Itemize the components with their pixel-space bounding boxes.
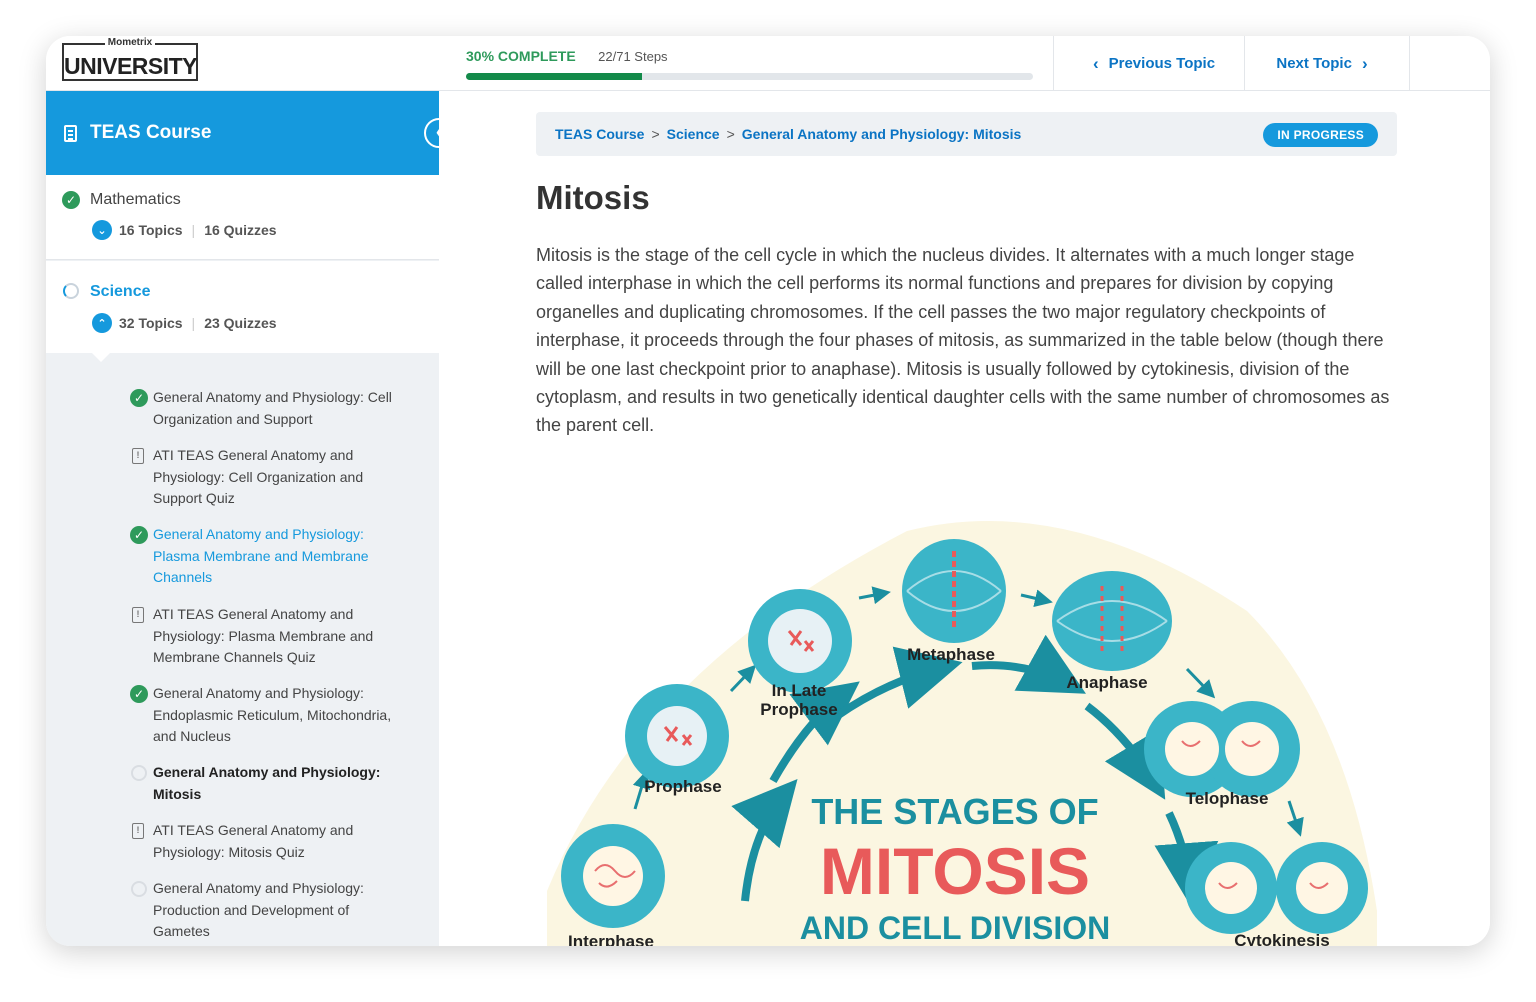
stage-label-telophase: Telophase [1186, 789, 1269, 808]
breadcrumb-separator: > [726, 126, 735, 142]
incomplete-circle-icon [131, 881, 147, 897]
top-bar: Mometrix UNIVERSITY 30% COMPLETE 22/71 S… [46, 36, 1490, 91]
progress-steps: 22/71 Steps [598, 49, 668, 64]
quiz-item[interactable]: ATI TEAS General Anatomy and Physiology:… [153, 822, 354, 860]
section-pointer [92, 353, 110, 362]
next-topic-button[interactable]: Next Topic › [1245, 36, 1409, 91]
sidebar-header: TEAS Course [46, 91, 439, 175]
progress-circle-icon [63, 283, 79, 299]
breadcrumb-section[interactable]: Science [666, 126, 720, 142]
arrow [858, 586, 891, 605]
stage-label-anaphase: Anaphase [1066, 673, 1147, 692]
progress-label: 30% COMPLETE [466, 48, 576, 64]
separator: | [191, 315, 196, 331]
previous-topic-label: Previous Topic [1108, 55, 1216, 72]
topic-item[interactable]: General Anatomy and Physiology: Endoplas… [153, 685, 392, 744]
section-title: Mathematics [90, 191, 181, 208]
topic-count: 32 Topics [119, 315, 183, 331]
separator: | [191, 222, 196, 238]
section-meta: ⌄ 16 Topics | 16 Quizzes [92, 220, 277, 240]
topic-item-current[interactable]: General Anatomy and Physiology: Mitosis [153, 764, 381, 802]
chevron-left-icon: ‹ [436, 122, 442, 144]
section-meta: ⌃ 32 Topics | 23 Quizzes [92, 313, 277, 333]
stage-label-prophase: Prophase [644, 777, 721, 796]
divider [1053, 36, 1054, 91]
section-science[interactable]: Science ⌃ 32 Topics | 23 Quizzes [46, 261, 439, 353]
arrow [1084, 702, 1166, 800]
next-topic-label: Next Topic [1276, 55, 1352, 72]
topic-item[interactable]: General Anatomy and Physiology: Cell Org… [153, 389, 392, 427]
diagram-title-line1: THE STAGES OF [811, 791, 1098, 832]
quiz-count: 16 Quizzes [204, 222, 277, 238]
chevron-down-icon[interactable]: ⌄ [92, 220, 112, 240]
section-mathematics[interactable]: ✓ Mathematics ⌄ 16 Topics | 16 Quizzes [46, 175, 439, 260]
progress-bar-fill [466, 73, 642, 80]
arrow [1286, 800, 1304, 837]
progress-bar [466, 73, 1033, 80]
logo-main-text: UNIVERSITY [64, 53, 198, 79]
stage-label-cytokinesis-1: Cytokinesis [1234, 931, 1329, 946]
breadcrumb-course[interactable]: TEAS Course [555, 126, 645, 142]
course-progress: 30% COMPLETE 22/71 Steps [466, 48, 1033, 80]
incomplete-circle-icon [131, 765, 147, 781]
anaphase-cell [1052, 571, 1172, 671]
page-title: Mitosis [536, 179, 650, 216]
status-badge: IN PROGRESS [1263, 123, 1378, 147]
arrow [1020, 589, 1053, 608]
stage-label-late-prophase-2: Prophase [760, 700, 837, 719]
previous-topic-button[interactable]: ‹ Previous Topic [1054, 36, 1244, 91]
lesson-paragraph: Mitosis is the stage of the cell cycle i… [536, 245, 1390, 436]
arrow [834, 646, 963, 720]
app-window: Mometrix UNIVERSITY 30% COMPLETE 22/71 S… [46, 36, 1490, 946]
diagram-title-line2: MITOSIS [820, 834, 1090, 908]
divider [1244, 36, 1245, 91]
topic-item[interactable]: General Anatomy and Physiology: Producti… [153, 880, 364, 939]
course-title: TEAS Course [90, 122, 212, 143]
diagram-title-line3: AND CELL DIVISION [800, 910, 1111, 946]
metaphase-cell [902, 539, 1006, 643]
topic-count: 16 Topics [119, 222, 183, 238]
check-icon: ✓ [62, 191, 80, 209]
check-icon: ✓ [130, 685, 148, 703]
logo-top-text: Mometrix [104, 37, 156, 48]
stage-label-metaphase: Metaphase [907, 645, 995, 664]
breadcrumb: TEAS Course > Science > General Anatomy … [536, 112, 1397, 156]
logo[interactable]: Mometrix UNIVERSITY [62, 37, 198, 81]
section-title: Science [90, 283, 151, 300]
mitosis-diagram: THE STAGES OF MITOSIS AND CELL DIVISION … [547, 521, 1377, 946]
divider [1409, 36, 1410, 91]
quiz-count: 23 Quizzes [204, 315, 277, 331]
check-icon: ✓ [130, 526, 148, 544]
sidebar: TEAS Course ‹ ✓ Mathematics ⌄ 16 Topics … [46, 91, 454, 946]
arrow [731, 778, 798, 902]
quiz-item[interactable]: ATI TEAS General Anatomy and Physiology:… [153, 606, 374, 665]
prophase-cell [625, 684, 729, 788]
stage-label-interphase: Interphase [568, 932, 654, 946]
quiz-icon [132, 823, 144, 839]
chevron-left-icon: ‹ [1092, 53, 1099, 73]
stage-label-late-prophase-1: In Late [772, 681, 827, 700]
quiz-item[interactable]: ATI TEAS General Anatomy and Physiology:… [153, 447, 364, 506]
main-content: TEAS Course > Science > General Anatomy … [439, 91, 1490, 946]
arrow [729, 664, 757, 693]
topic-item[interactable]: General Anatomy and Physiology: Plasma M… [153, 526, 369, 585]
arrow [632, 770, 651, 810]
breadcrumb-separator: > [651, 126, 660, 142]
arrow [971, 634, 1086, 694]
breadcrumb-topic[interactable]: General Anatomy and Physiology: Mitosis [741, 126, 1022, 142]
chevron-right-icon: › [1361, 53, 1368, 73]
telophase-cell [1144, 701, 1300, 797]
arrow [769, 681, 860, 783]
cytokinesis-cells [1185, 842, 1368, 934]
quiz-icon [132, 448, 144, 464]
check-icon: ✓ [130, 389, 148, 407]
quiz-icon [132, 607, 144, 623]
document-icon [64, 124, 77, 142]
chevron-up-icon[interactable]: ⌃ [92, 313, 112, 333]
arrow [1185, 667, 1216, 699]
interphase-cell [561, 824, 665, 928]
late-prophase-cell [748, 589, 852, 693]
